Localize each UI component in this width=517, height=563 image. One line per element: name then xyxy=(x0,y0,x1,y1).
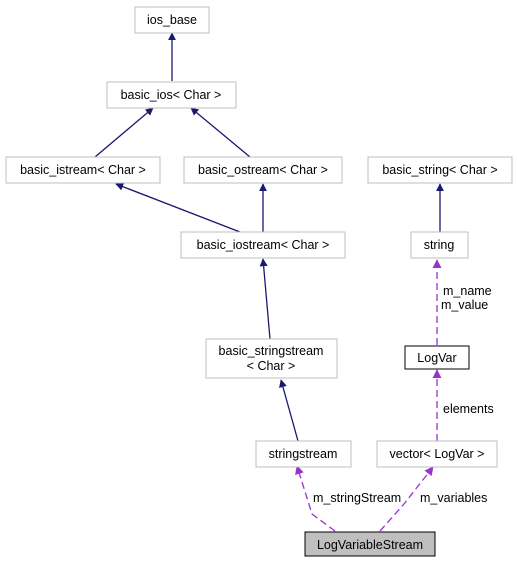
node-basic-string[interactable]: basic_string< Char > xyxy=(367,156,513,184)
node-label: basic_string< Char > xyxy=(382,163,497,177)
edge-basic-stringstream-to-basic-iostream xyxy=(259,258,271,340)
node-stringstream[interactable]: stringstream xyxy=(255,440,352,468)
edge-basic-istream-to-basic-ios xyxy=(94,107,154,158)
node-label: vector< LogVar > xyxy=(390,447,485,461)
node-label: string xyxy=(424,238,455,252)
node-string[interactable]: string xyxy=(410,231,469,259)
node-logvar[interactable]: LogVar xyxy=(404,345,470,370)
edge-main-to-stringstream xyxy=(295,465,336,532)
inheritance-edges xyxy=(94,32,444,442)
node-basic-ios[interactable]: basic_ios< Char > xyxy=(106,81,237,109)
node-label: basic_ios< Char > xyxy=(121,88,222,102)
edge-basic-ostream-to-basic-ios xyxy=(190,107,251,158)
node-label-line2: < Char > xyxy=(247,359,296,373)
node-basic-istream[interactable]: basic_istream< Char > xyxy=(5,156,161,184)
node-label: basic_istream< Char > xyxy=(20,163,146,177)
node-label: ios_base xyxy=(147,13,197,27)
edge-label-m-name: m_name xyxy=(443,284,492,298)
edge-main-to-vector xyxy=(379,466,434,532)
node-log-variable-stream[interactable]: LogVariableStream xyxy=(304,531,436,557)
edge-label-m-variables: m_variables xyxy=(420,491,487,505)
node-label: stringstream xyxy=(269,447,338,461)
usage-edges xyxy=(295,259,442,532)
node-label: basic_iostream< Char > xyxy=(197,238,330,252)
node-ios-base[interactable]: ios_base xyxy=(134,6,210,34)
node-basic-stringstream[interactable]: basic_stringstream < Char > xyxy=(205,338,338,379)
node-label: LogVar xyxy=(417,351,456,365)
edge-label-elements: elements xyxy=(443,402,494,416)
node-label: LogVariableStream xyxy=(317,538,423,552)
node-basic-iostream[interactable]: basic_iostream< Char > xyxy=(180,231,346,259)
edge-stringstream-to-basic-stringstream xyxy=(279,379,299,442)
edge-basic-iostream-to-basic-istream xyxy=(115,182,241,233)
node-label: basic_ostream< Char > xyxy=(198,163,328,177)
edge-label-m-value: m_value xyxy=(441,298,488,312)
node-basic-ostream[interactable]: basic_ostream< Char > xyxy=(183,156,343,184)
node-label-line1: basic_stringstream xyxy=(219,344,324,358)
edge-label-m-stringstream: m_stringStream xyxy=(313,491,401,505)
node-vector-logvar[interactable]: vector< LogVar > xyxy=(376,440,498,468)
